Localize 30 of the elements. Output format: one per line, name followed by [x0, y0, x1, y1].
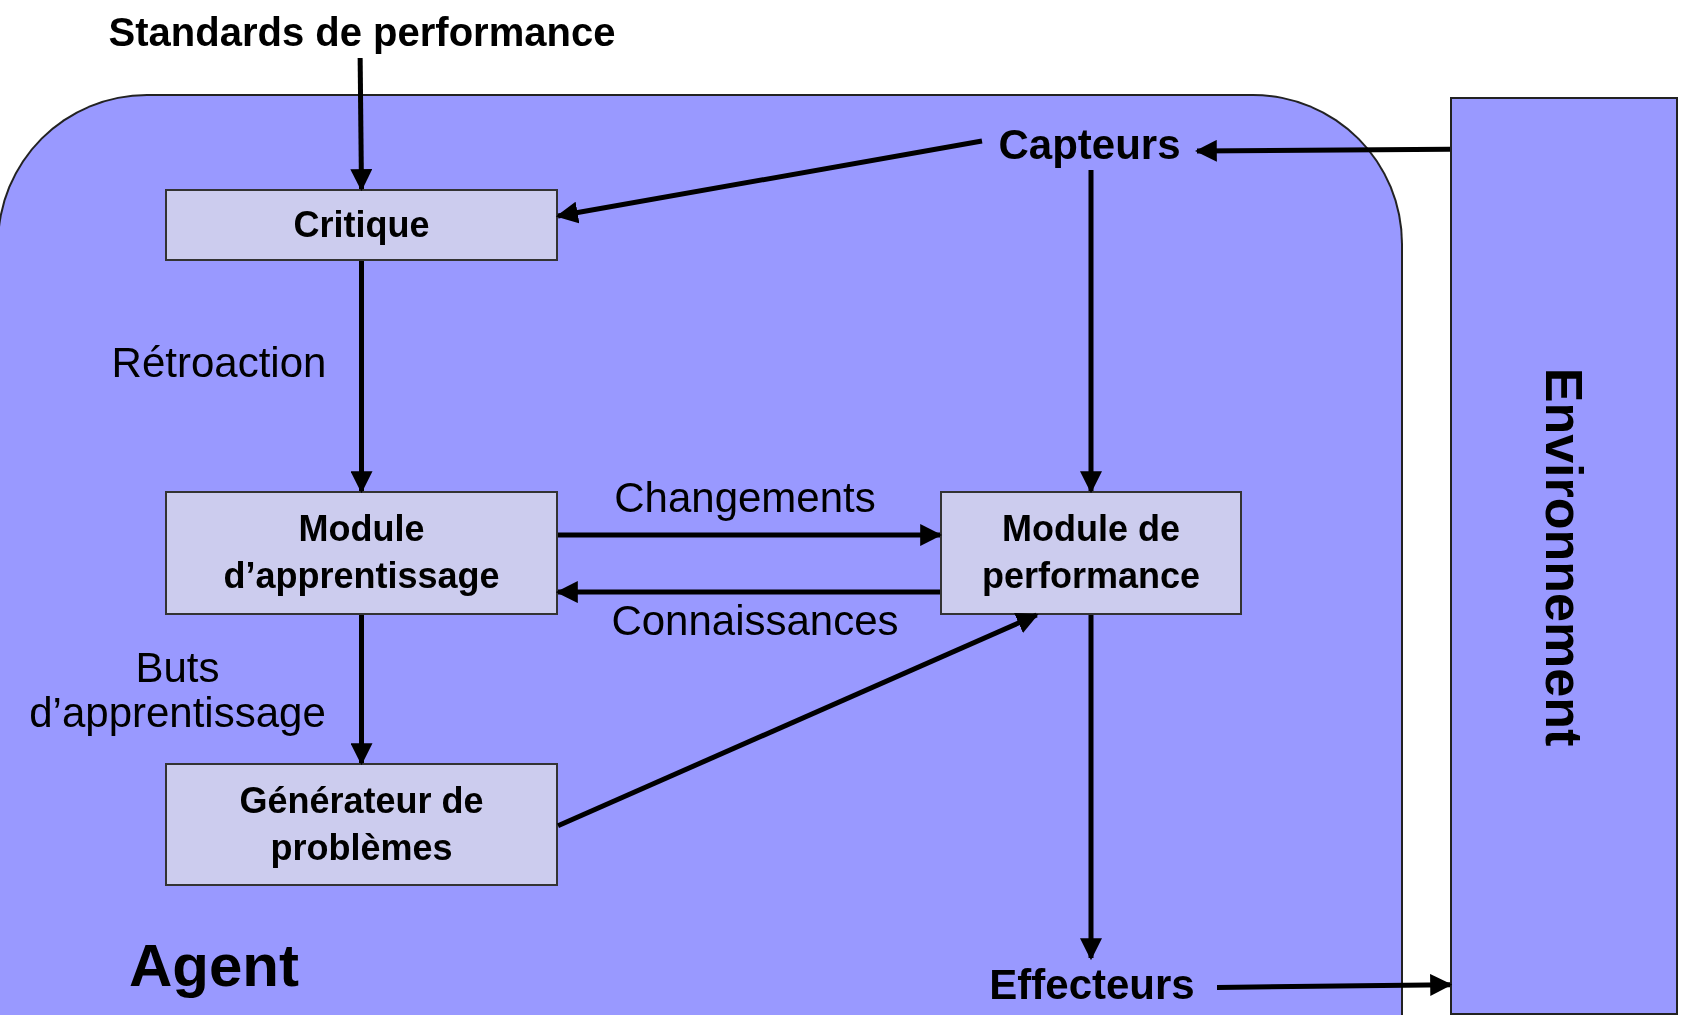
box-label: Module d’apprentissage [222, 507, 501, 598]
node-label: Effecteurs [967, 958, 1217, 1012]
panel-title: Environnement [1534, 367, 1594, 747]
edge-label: Rétroaction [110, 340, 328, 386]
box-label: Module de performance [980, 507, 1202, 598]
arrow [350, 57, 373, 192]
agent-container [0, 94, 1403, 1015]
box-label: Générateur de problèmes [238, 778, 485, 870]
arrow [555, 581, 940, 604]
edge-label: Buts d’apprentissage [28, 645, 327, 736]
arrow [350, 261, 373, 494]
arrow [1216, 973, 1453, 996]
arrow [558, 524, 943, 546]
arrow [557, 612, 1039, 828]
arrow [1194, 139, 1450, 162]
box-label: Critique [293, 202, 430, 247]
edge-label: Changements [613, 475, 877, 521]
arrow [1080, 615, 1102, 961]
process-box [940, 491, 1242, 615]
process-box [165, 763, 558, 886]
arrow [350, 615, 373, 766]
container-title: Agent [129, 931, 299, 1000]
environment-panel [1450, 97, 1678, 1015]
arrow [1080, 170, 1102, 494]
process-box [165, 491, 558, 615]
node-label: Standards de performance [52, 6, 672, 58]
process-box [165, 189, 558, 261]
node-label: Capteurs [982, 120, 1197, 170]
arrow [555, 138, 983, 224]
edge-label: Connaissances [610, 598, 900, 644]
